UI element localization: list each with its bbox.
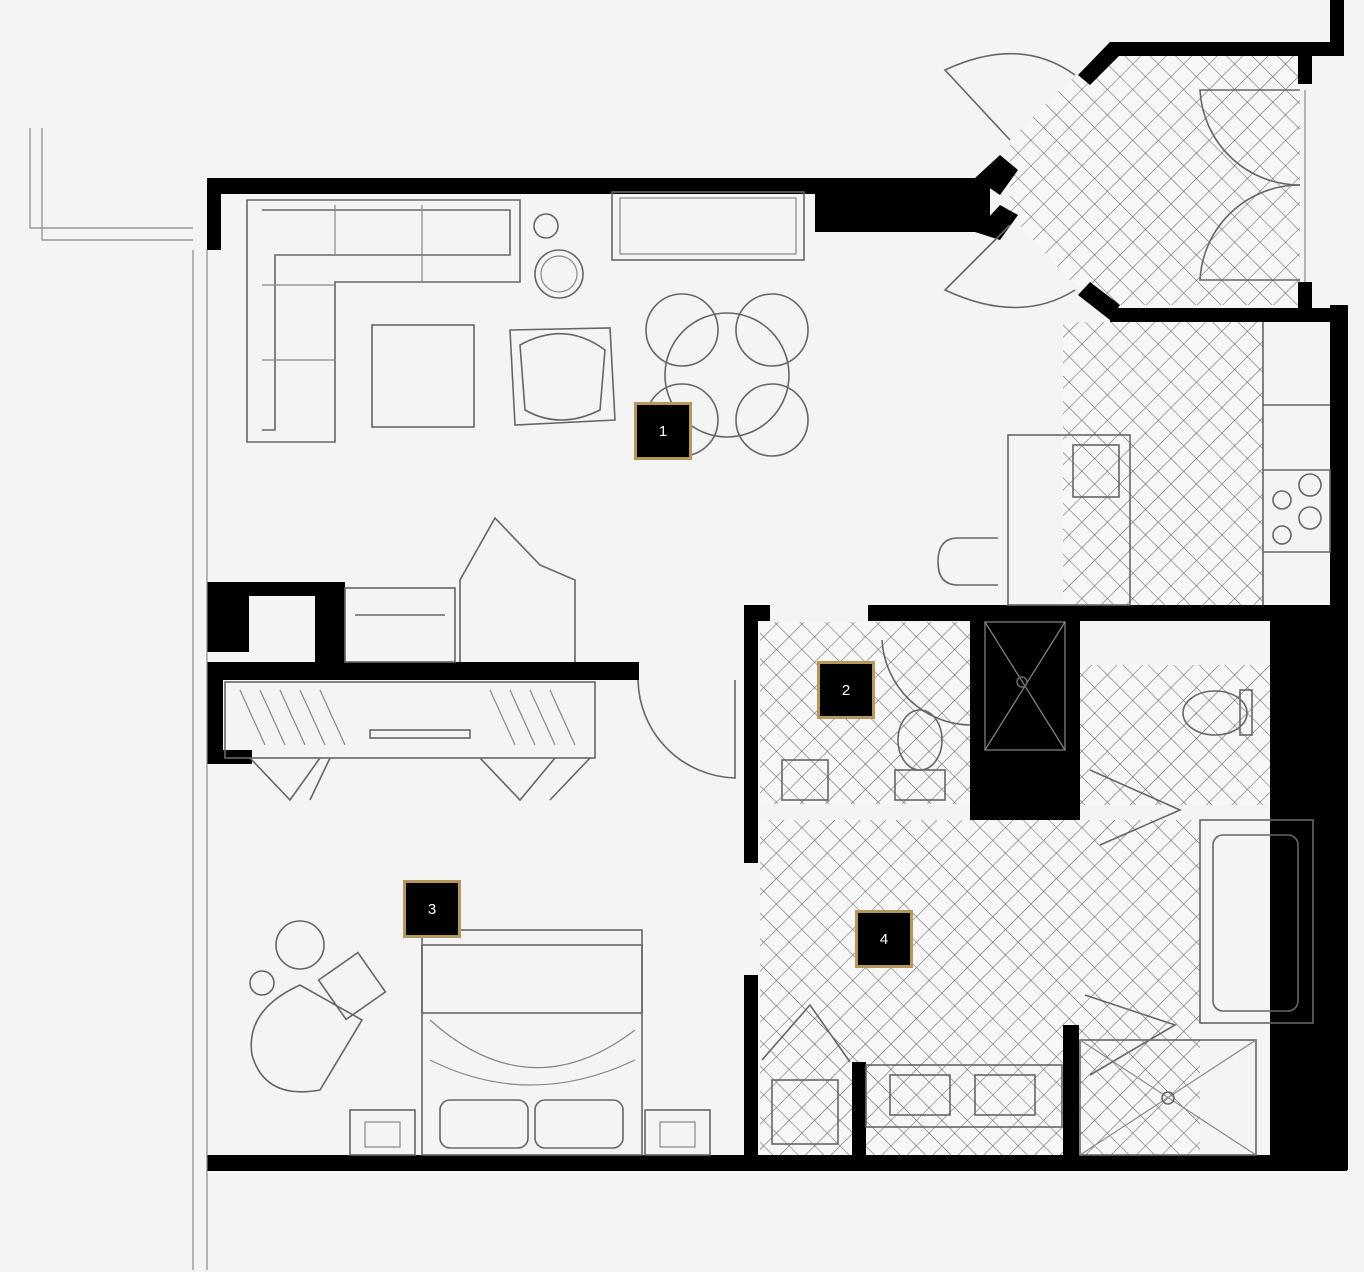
hamper [771, 1079, 839, 1145]
bedroom-side-table [275, 920, 325, 970]
entry-tile-floor [1010, 55, 1300, 305]
bedroom-lamp [249, 970, 275, 996]
tv-console [611, 191, 805, 261]
closets [224, 516, 736, 802]
sectional-sofa [246, 199, 521, 443]
south-wall [207, 1155, 1347, 1171]
walls [207, 0, 1348, 1171]
entry-nw-diagonal [1078, 42, 1120, 85]
north-wall-block [815, 178, 990, 232]
window-lines [29, 128, 208, 1270]
pillow [439, 1099, 529, 1149]
entry-door-post-bottom [1298, 282, 1312, 310]
room-marker-4[interactable]: 4 [855, 910, 913, 968]
bedroom-furniture [249, 920, 711, 1156]
room-marker-3[interactable]: 3 [403, 880, 461, 938]
nightstand [349, 1109, 416, 1156]
entry-north-corner [1330, 0, 1344, 56]
closet-divider-wall [207, 662, 639, 680]
side-table [534, 249, 584, 299]
bath-fixtures [761, 621, 1314, 1156]
bath-west-wall-lower [744, 975, 758, 1165]
closet-west-wall [207, 662, 223, 764]
entry-south-wall [1110, 308, 1348, 322]
shower-wall [1063, 1025, 1079, 1165]
bath-west-wall-upper [744, 605, 758, 863]
shower [1079, 1039, 1257, 1156]
kitchen-sink [1072, 444, 1120, 498]
kitchen [937, 322, 1331, 606]
bathroom-tile-floor [760, 820, 1200, 1155]
north-wall [207, 178, 987, 194]
lounge-chair [250, 984, 364, 1093]
bath-north-wall [744, 605, 770, 621]
powder-sink [781, 759, 829, 801]
vanity-wall [852, 1062, 866, 1162]
nightstand [644, 1109, 711, 1156]
entry-diagonal-wall-upper [975, 155, 1018, 195]
double-vanity [865, 1064, 1063, 1128]
counter [1262, 322, 1331, 605]
entry-door-post-top [1298, 56, 1312, 84]
bed [421, 929, 643, 1156]
living-room-furniture [246, 191, 809, 457]
entry-diagonal-wall-lower [975, 205, 1018, 240]
lamp [533, 213, 559, 239]
toilet [1182, 690, 1248, 736]
room-marker-2[interactable]: 2 [817, 661, 875, 719]
closet-wall-right [315, 582, 345, 664]
ottoman [317, 951, 387, 1021]
room-marker-1[interactable]: 1 [634, 402, 692, 460]
dining-chair [645, 293, 719, 367]
armchair [509, 327, 616, 426]
closet-west-bottom [207, 750, 252, 764]
west-wall-upper [207, 178, 221, 250]
dining-table [664, 312, 790, 438]
toilet-room-east [1270, 605, 1348, 1170]
entry-doors [943, 52, 1306, 309]
kitchen-tile-floor [1063, 322, 1263, 606]
cooktop-burner [1298, 473, 1322, 497]
closet-wall-left [207, 582, 249, 652]
bar-stool [937, 537, 998, 586]
entry-north-wall [1110, 42, 1340, 56]
entry-sw-diagonal [1078, 282, 1120, 320]
coffee-table [371, 324, 475, 428]
pillow [534, 1099, 624, 1149]
bathtub [1199, 819, 1314, 1024]
powder-divider [970, 605, 1080, 820]
east-wall [1330, 305, 1348, 615]
kitchen-island [1007, 434, 1131, 606]
